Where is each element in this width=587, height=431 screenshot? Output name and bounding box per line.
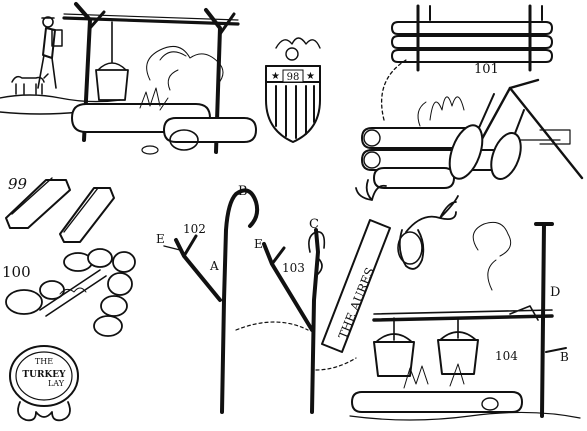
fig-99-number: 99 (8, 175, 28, 193)
turkey-lay-emblem: THE TURKEY LAY (9, 345, 79, 422)
fig-102-hook-stick: B 102 E A (156, 184, 260, 414)
fig-101-log-rack: 101 (361, 4, 584, 189)
turkey-line-2: TURKEY (22, 370, 66, 380)
shield-star-left: ★ (271, 71, 280, 82)
shield-star-right: ★ (306, 71, 315, 82)
fig-101-number: 101 (474, 62, 499, 77)
label-b-top: B (238, 184, 248, 199)
hiker-figure (37, 16, 63, 89)
fig-102-number: 102 (183, 222, 206, 236)
shield-emblem: ★ ★ 98 (265, 37, 321, 143)
label-e-right: E (254, 237, 263, 251)
dog-figure (11, 73, 49, 95)
label-d: D (550, 285, 560, 300)
fig-98-camp-scene (0, 2, 257, 155)
label-b-peg: B (560, 350, 569, 364)
fig-104-number: 104 (495, 349, 518, 363)
fig-99-split-logs: 99 (5, 175, 115, 243)
fig-100-number: 100 (2, 263, 31, 281)
fig-103-number: 103 (282, 261, 305, 275)
fig-103-loop-stick: C 103 E (235, 217, 357, 414)
label-e-left: E (156, 232, 165, 246)
label-a: A (209, 259, 219, 273)
label-c: C (309, 217, 319, 232)
aures-banner: THE AURES (321, 179, 459, 353)
turkey-line-3: LAY (48, 379, 65, 388)
fig-98-number: 98 (287, 72, 300, 83)
fig-104-kettle-crane: D B 104 (349, 221, 581, 421)
fig-100-stone-fireplace: 100 (2, 248, 136, 337)
turkey-line-1: THE (35, 357, 53, 366)
